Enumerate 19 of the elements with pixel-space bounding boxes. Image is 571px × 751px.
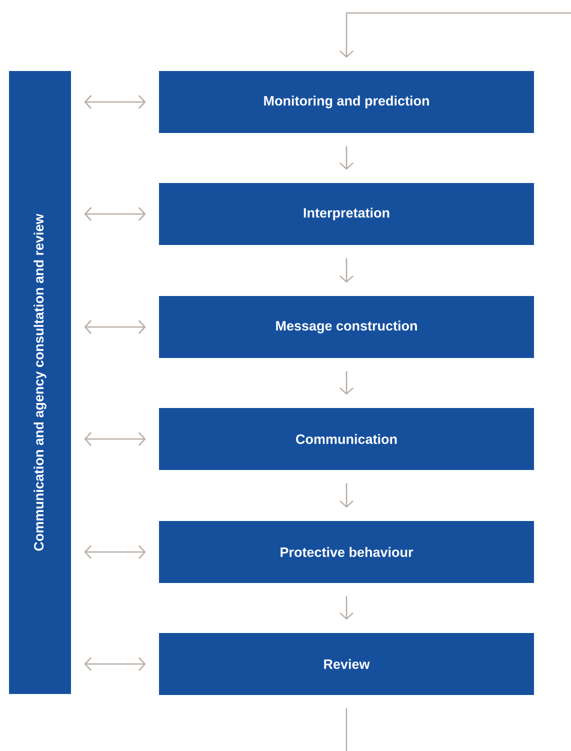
arrow: [84, 320, 146, 334]
arrow: [340, 258, 354, 283]
side-bar: Communication and agency consultation and review: [9, 71, 71, 694]
arrow: [340, 371, 354, 395]
process-box: Monitoring and prediction: [159, 71, 534, 133]
process-box: Protective behaviour: [159, 521, 534, 583]
process-box: Review: [159, 633, 534, 695]
arrow: [340, 146, 354, 170]
arrow: [84, 657, 146, 671]
process-box: Message construction: [159, 296, 534, 358]
arrow: [84, 95, 146, 109]
arrow: [340, 596, 354, 620]
arrow: [84, 545, 146, 559]
arrow: [84, 207, 146, 221]
process-box: Communication: [159, 408, 534, 470]
arrow: [340, 12, 571, 58]
process-box: Interpretation: [159, 183, 534, 245]
arrow: [84, 432, 146, 446]
arrow: [340, 483, 354, 508]
